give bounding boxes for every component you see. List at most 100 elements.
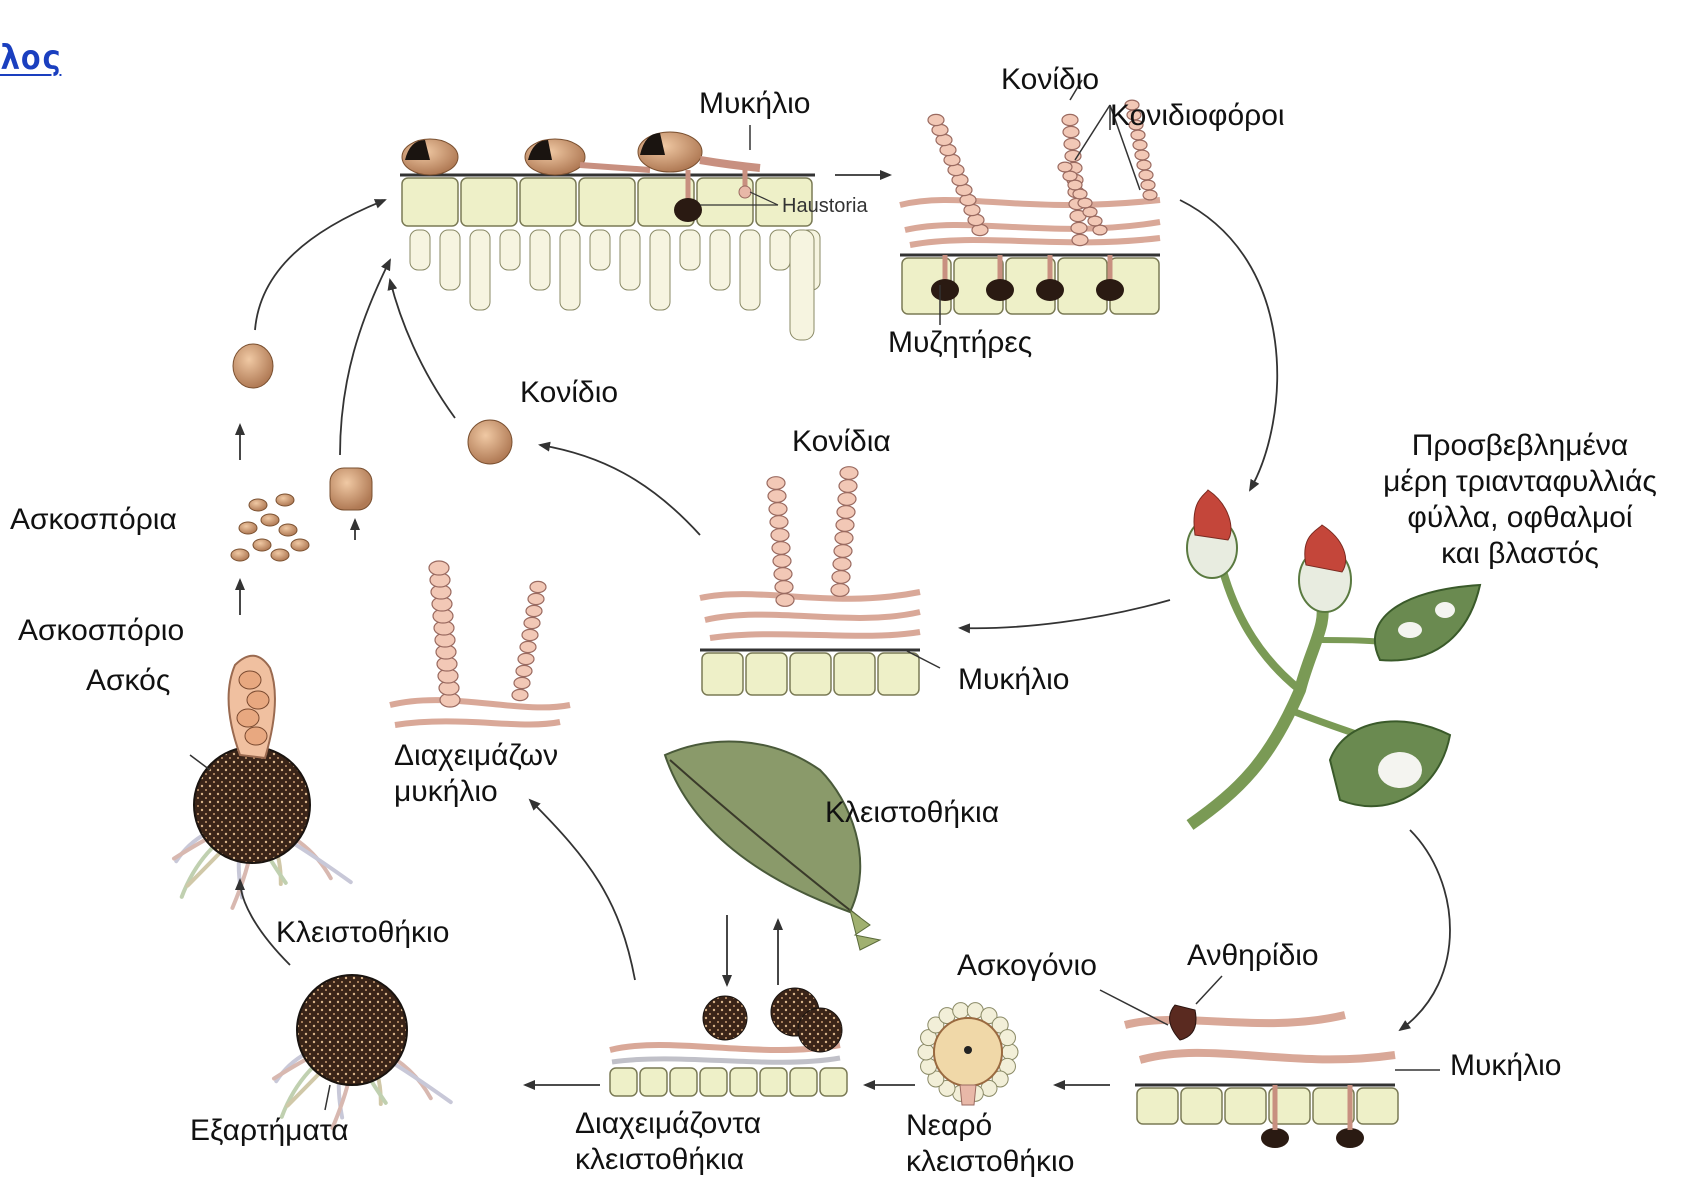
conidium-segment <box>1065 150 1081 161</box>
ascospores-cluster <box>231 494 309 561</box>
conidium-segment <box>832 571 850 584</box>
label-ascospores: Ασκοσπόρια <box>10 502 177 538</box>
conidium-segment <box>774 568 792 581</box>
ascospore <box>291 539 309 551</box>
ring-cell <box>953 1003 969 1019</box>
conidium-segment <box>833 558 851 571</box>
epidermis-cell <box>1225 1088 1266 1124</box>
conidium-segment <box>528 593 544 604</box>
title-link[interactable]: λος <box>0 38 61 78</box>
conidium-segment <box>1141 180 1155 190</box>
label-conidiophores: Κονιδιοφόροι <box>1110 98 1285 134</box>
ascospore <box>261 514 279 526</box>
spore-mid <box>468 420 512 464</box>
label-mycelium-top: Μυκήλιο <box>699 86 810 122</box>
label-mycelium-bottom: Μυκήλιο <box>1450 1048 1561 1084</box>
conidium-segment <box>1064 138 1080 149</box>
epidermis-cell <box>520 178 576 226</box>
conidium-segment <box>1078 198 1092 208</box>
ascospore <box>237 709 259 727</box>
label-overwintering-cleistothecia: Διαχειμάζοντα κλειστοθήκια <box>575 1106 761 1178</box>
conidium-segment <box>1088 216 1102 226</box>
affected-line-1: Προσβεβλημένα <box>1340 428 1700 464</box>
overwintering-mycelium-art <box>390 561 570 725</box>
young-cleisto-line-1: Νεαρό <box>906 1108 1074 1144</box>
label-cleistothecia: Κλειστοθήκια <box>825 795 999 831</box>
conidium-segment <box>775 581 793 594</box>
epidermis-cell <box>790 1068 817 1096</box>
conidia-chains-mid <box>767 467 858 607</box>
spore-left-top <box>233 344 273 388</box>
ascospore <box>239 522 257 534</box>
rose-bud-1 <box>1187 490 1237 578</box>
conidia-tissue-mid <box>700 467 940 695</box>
conidium-segment <box>1072 234 1088 245</box>
conidium-segment <box>429 561 449 575</box>
conidium-segment <box>1137 160 1151 170</box>
epidermis-cell <box>820 1068 847 1096</box>
tissue-top <box>400 125 820 340</box>
conidium-segment <box>1071 222 1087 233</box>
epidermis-cells-top <box>402 178 812 226</box>
conidium-segment <box>530 581 546 592</box>
palisade-cell <box>470 230 490 310</box>
palisade-cell <box>590 230 610 270</box>
epidermis-cell <box>702 653 743 695</box>
label-mycelium-mid: Μυκήλιο <box>958 662 1069 698</box>
label-suckers: Μυζητήρες <box>888 325 1032 361</box>
palisade-cell <box>410 230 430 270</box>
haustorium <box>986 279 1014 301</box>
conidium-segment <box>773 555 791 568</box>
conidium-segment <box>831 584 849 597</box>
label-ascospore: Ασκοσπόριο <box>18 613 184 649</box>
epidermis-cell <box>746 653 787 695</box>
ascospore <box>239 671 261 689</box>
epidermis-cell <box>1137 1088 1178 1124</box>
spore-on-leaf-1 <box>402 139 458 175</box>
conidium-segment <box>840 467 858 480</box>
palisade-cell <box>790 230 814 340</box>
ascogonium-tissue <box>1100 976 1440 1148</box>
conidium-segment <box>1068 180 1082 190</box>
epidermis-cells-ascogonium <box>1137 1088 1398 1124</box>
palisade-cell <box>560 230 580 310</box>
conidium-segment <box>838 493 856 506</box>
conidium-segment <box>524 617 540 628</box>
palisade-cell <box>770 230 790 270</box>
conidium-segment <box>1062 114 1078 125</box>
affected-line-2: μέρη τριανταφυλλιάς <box>1340 464 1700 500</box>
conidium-segment <box>516 665 532 676</box>
conidium-segment <box>1143 190 1157 200</box>
ow-cleisto-line-2: κλειστοθήκια <box>575 1142 761 1178</box>
label-antheridium: Ανθηρίδιο <box>1187 938 1319 974</box>
epidermis-cell <box>402 178 458 226</box>
conidium-segment <box>1083 207 1097 217</box>
palisade-cell <box>680 230 700 270</box>
haustorium <box>931 279 959 301</box>
conidium-segment <box>522 629 538 640</box>
conidium-segment <box>772 542 790 555</box>
conidium-segment <box>526 605 542 616</box>
ow-mycelium-line-1: Διαχειμάζων <box>394 738 558 774</box>
conidium-segment <box>770 516 788 529</box>
epidermis-cell <box>579 178 635 226</box>
conidium-segment <box>1058 162 1072 172</box>
ascus-cleistothecium <box>174 656 351 908</box>
ascospore <box>271 549 289 561</box>
label-affected-parts: Προσβεβλημένα μέρη τριανταφυλλιάς φύλλα,… <box>1340 428 1700 572</box>
young-cleistothecium-art <box>918 1003 1018 1105</box>
conidium-segment <box>834 545 852 558</box>
epidermis-cell <box>700 1068 727 1096</box>
spore-left-mid <box>330 468 372 510</box>
conidium-segment <box>1135 150 1149 160</box>
ascospore <box>247 691 269 709</box>
conidium-segment <box>771 529 789 542</box>
palisade-cell <box>530 230 550 290</box>
haustorium <box>1096 279 1124 301</box>
conidium-segment <box>1093 225 1107 235</box>
overwintering-cleistothecia-art <box>610 988 847 1096</box>
conidium-segment <box>512 689 528 700</box>
ascospore <box>245 727 267 745</box>
